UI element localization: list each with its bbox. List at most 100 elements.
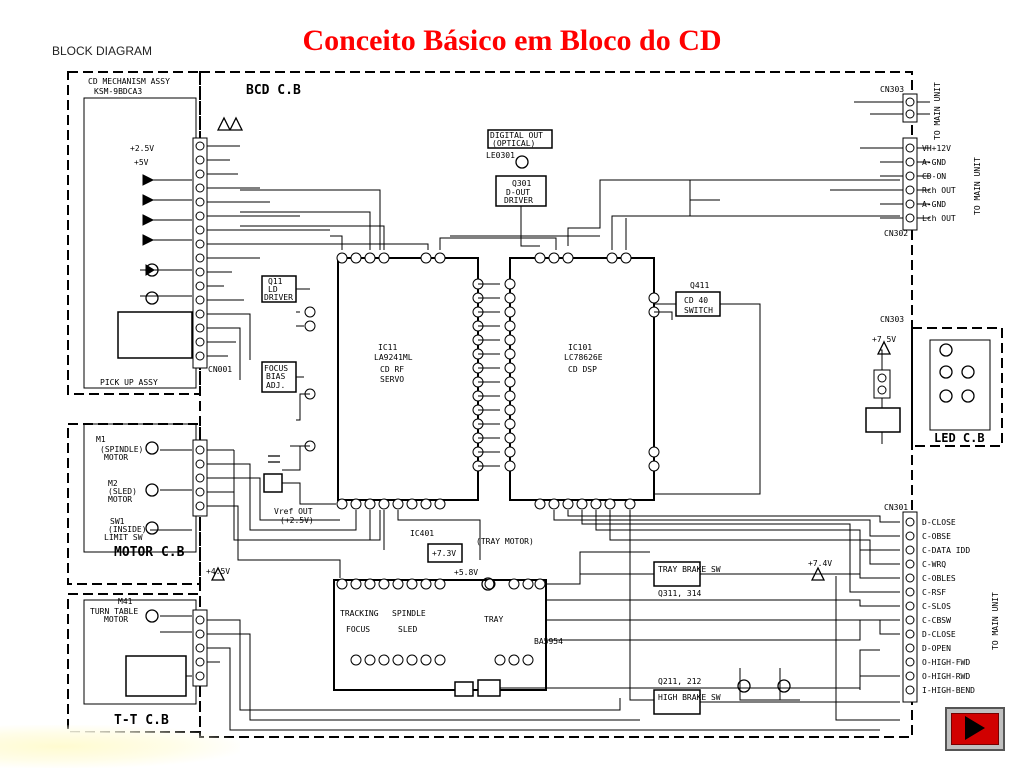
voltage-label: +7.4V: [808, 559, 832, 568]
next-slide-button[interactable]: [945, 707, 1005, 751]
slide-title: Conceito Básico em Bloco do CD: [302, 24, 722, 57]
cn301-pin-label: C-OBSE: [922, 532, 951, 541]
svg-text:TRAY BRAKE SW: TRAY BRAKE SW: [658, 565, 721, 574]
svg-text:LE0301: LE0301: [486, 151, 515, 160]
cn301-pin-label: O-HIGH-FWD: [922, 658, 970, 667]
voltage-labels: +2.5V+5V+7.5V+7.3V+5.8V+7.4V+4.5V: [130, 144, 896, 577]
svg-text:(+2.5V): (+2.5V): [280, 516, 314, 525]
svg-text:D-OUT: D-OUT: [506, 188, 530, 197]
svg-text:CN303: CN303: [880, 315, 904, 324]
driver-channel-label: TRACKING: [340, 609, 379, 618]
reg2-box: [477, 679, 501, 697]
svg-text:TURN TABLE: TURN TABLE: [90, 607, 138, 616]
svg-text:DRIVER: DRIVER: [264, 293, 293, 302]
cn301-pin-label: O-HIGH-RWD: [922, 672, 970, 681]
svg-text:T-T C.B: T-T C.B: [114, 713, 169, 728]
led-board-outline: [911, 327, 1003, 447]
svg-text:(SLED): (SLED): [108, 487, 137, 496]
driver-channel-label: SLED: [398, 625, 417, 634]
cn302-pin-label: Rch OUT: [922, 186, 956, 195]
cn302-pin-label: Lch OUT: [922, 214, 956, 223]
svg-text:SW1: SW1: [110, 517, 125, 526]
svg-text:TO MAIN UNIT: TO MAIN UNIT: [973, 157, 982, 215]
driver-channel-label: TRAY: [484, 615, 503, 624]
cn301-connector: [902, 511, 918, 703]
svg-text:M2: M2: [108, 479, 118, 488]
svg-text:TO MAIN UNIT: TO MAIN UNIT: [933, 82, 942, 140]
svg-text:SWITCH: SWITCH: [684, 306, 713, 315]
block-diagram-heading: BLOCK DIAGRAM: [52, 44, 153, 58]
high-sw-box: [125, 655, 187, 697]
svg-text:Vref OUT: Vref OUT: [274, 507, 313, 516]
svg-text:CD 40: CD 40: [684, 296, 708, 305]
cn301-pin-label: C-WRQ: [922, 560, 946, 569]
svg-text:IC11: IC11: [378, 343, 397, 352]
svg-text:CN302: CN302: [884, 229, 908, 238]
cn301-pin-label: C-CBSW: [922, 616, 951, 625]
cn014-connector: [192, 439, 208, 517]
cn302-connector: [902, 137, 918, 231]
digital-out-box: [487, 129, 553, 149]
svg-text:Q211, 212: Q211, 212: [658, 677, 702, 686]
svg-text:(SPINDLE): (SPINDLE): [100, 445, 143, 454]
reg-box: [427, 543, 463, 563]
ic401-block: [333, 579, 547, 691]
svg-text:CD RF: CD RF: [380, 365, 404, 374]
svg-text:(TRAY MOTOR): (TRAY MOTOR): [476, 537, 534, 546]
led-q-box: [865, 407, 901, 433]
cn302-pin-label: VH+12V: [922, 144, 951, 153]
svg-text:MOTOR: MOTOR: [104, 453, 128, 462]
driver-channel-label: SPINDLE: [392, 609, 426, 618]
svg-text:CN301: CN301: [884, 503, 908, 512]
svg-text:HIGH BRAKE SW: HIGH BRAKE SW: [658, 693, 721, 702]
tt-connector: [192, 609, 208, 687]
svg-text:BCD C.B: BCD C.B: [246, 83, 301, 98]
svg-text:CD MECHANISM ASSY: CD MECHANISM ASSY: [88, 77, 170, 86]
cn301-pin-label: D-CLOSE: [922, 518, 956, 527]
led-connector: [873, 369, 891, 399]
svg-text:LD: LD: [268, 285, 278, 294]
svg-text:DRIVER: DRIVER: [504, 196, 533, 205]
cn001-connector: [192, 137, 208, 369]
ic11-block: [337, 257, 479, 501]
play-triangle-icon: [965, 716, 985, 740]
voltage-label: +7.3V: [432, 549, 456, 558]
svg-text:TO MAIN UNIT: TO MAIN UNIT: [991, 592, 1000, 650]
voltage-label: +4.5V: [206, 567, 230, 576]
cn301-pin-label: C-SLOS: [922, 602, 951, 611]
cn301-pin-label: C-OBLES: [922, 574, 956, 583]
svg-text:Q301: Q301: [512, 179, 531, 188]
svg-text:MOTOR: MOTOR: [108, 495, 132, 504]
svg-text:LC78626E: LC78626E: [564, 353, 603, 362]
high-brake-box: [653, 689, 701, 715]
cn302-pin-label: A-GND: [922, 200, 946, 209]
schematic-labels: CD MECHANISM ASSY KSM-9BDCA3 PICK UP ASS…: [88, 77, 1000, 728]
svg-text:KSM-9BDCA3: KSM-9BDCA3: [94, 87, 142, 96]
cn302-pin-label: CD-ON: [922, 172, 946, 181]
svg-text:FOCUS: FOCUS: [264, 364, 288, 373]
cn301-pin-label: D-CLOSE: [922, 630, 956, 639]
svg-text:IC101: IC101: [568, 343, 592, 352]
voltage-label: +5.8V: [454, 568, 478, 577]
svg-text:PICK UP ASSY: PICK UP ASSY: [100, 378, 158, 387]
ic101-block: [509, 257, 655, 501]
svg-text:SERVO: SERVO: [380, 375, 404, 384]
svg-text:LED C.B: LED C.B: [934, 431, 985, 445]
svg-text:MOTOR: MOTOR: [104, 615, 128, 624]
cn301-pin-label: I-HIGH-BEND: [922, 686, 975, 695]
svg-text:LIMIT SW: LIMIT SW: [104, 533, 143, 542]
cn302-pin-labels: VH+12V A-GND CD-ON Rch OUT A-GND Lch OUT: [922, 144, 956, 223]
svg-text:IC401: IC401: [410, 529, 434, 538]
q411-box: [675, 291, 721, 317]
focus-bias-box: [261, 361, 297, 393]
cn303-connector: [902, 93, 918, 123]
cn302-pin-label: A-GND: [922, 158, 946, 167]
svg-text:M1: M1: [96, 435, 106, 444]
svg-text:BA5954: BA5954: [534, 637, 563, 646]
decorative-glow: [0, 725, 240, 768]
svg-text:DIGITAL OUT: DIGITAL OUT: [490, 131, 543, 140]
svg-text:Q411: Q411: [690, 281, 709, 290]
svg-text:(OPTICAL): (OPTICAL): [492, 139, 535, 148]
